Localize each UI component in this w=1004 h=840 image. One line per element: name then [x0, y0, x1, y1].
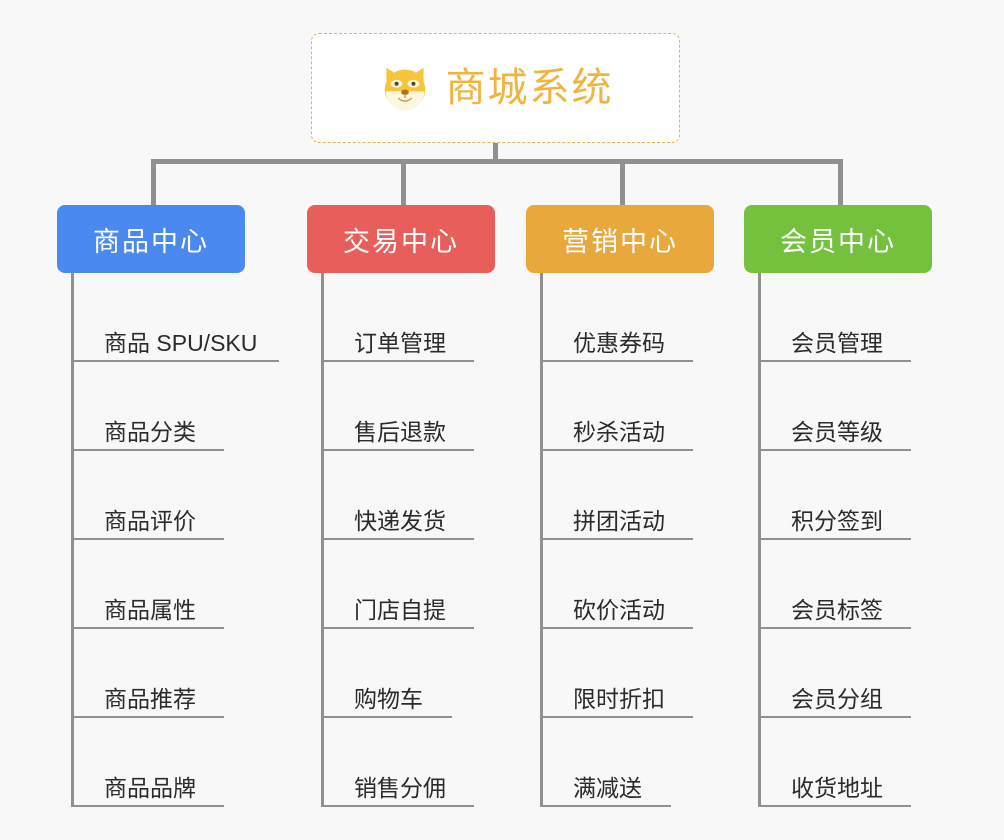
list-item[interactable]: 商品品牌: [74, 718, 277, 807]
list-item[interactable]: 门店自提: [324, 540, 527, 629]
list-item[interactable]: 积分签到: [761, 451, 964, 540]
list-item[interactable]: 快递发货: [324, 451, 527, 540]
leaf-label: 收货地址: [791, 774, 883, 801]
root-node-shop-system[interactable]: 商城系统: [311, 33, 680, 143]
list-item[interactable]: 收货地址: [761, 718, 964, 807]
list-item[interactable]: 售后退款: [324, 362, 527, 451]
list-item[interactable]: 会员管理: [761, 273, 964, 362]
leaf-label: 商品分类: [104, 418, 196, 445]
leaf-label: 购物车: [354, 685, 423, 712]
leaf-label: 商品推荐: [104, 685, 196, 712]
category-title: 营销中心: [562, 226, 678, 257]
branch-member-center: 会员中心 会员管理 会员等级 积分签到 会员标签 会员分组 收货地址: [744, 205, 964, 807]
connector-drop-2: [401, 159, 406, 207]
connector-drop-4: [838, 159, 843, 207]
list-item[interactable]: 优惠券码: [543, 273, 746, 362]
leaf-label: 快递发货: [354, 507, 446, 534]
list-item[interactable]: 砍价活动: [543, 540, 746, 629]
list-item[interactable]: 购物车: [324, 629, 527, 718]
category-title: 商品中心: [93, 226, 209, 257]
leaf-label: 拼团活动: [573, 507, 665, 534]
list-item[interactable]: 会员标签: [761, 540, 964, 629]
leaf-label: 限时折扣: [573, 685, 665, 712]
connector-root-stem: [493, 143, 498, 163]
list-item[interactable]: 满减送: [543, 718, 746, 807]
branch-trade-center: 交易中心 订单管理 售后退款 快递发货 门店自提 购物车 销售分佣: [307, 205, 527, 807]
list-item[interactable]: 商品 SPU/SKU: [74, 273, 279, 362]
leaf-label: 商品品牌: [104, 774, 196, 801]
leaf-label: 砍价活动: [573, 596, 665, 623]
category-title: 会员中心: [780, 226, 896, 257]
leaf-label: 优惠券码: [573, 329, 665, 356]
category-header-product-center[interactable]: 商品中心: [57, 205, 245, 273]
list-item[interactable]: 会员等级: [761, 362, 964, 451]
leaf-label: 商品评价: [104, 507, 196, 534]
category-title: 交易中心: [343, 226, 459, 257]
list-item[interactable]: 会员分组: [761, 629, 964, 718]
leaf-list-member-center: 会员管理 会员等级 积分签到 会员标签 会员分组 收货地址: [758, 273, 964, 807]
leaf-list-trade-center: 订单管理 售后退款 快递发货 门店自提 购物车 销售分佣: [321, 273, 527, 807]
list-item[interactable]: 秒杀活动: [543, 362, 746, 451]
leaf-label: 订单管理: [354, 329, 446, 356]
list-item[interactable]: 商品推荐: [74, 629, 277, 718]
leaf-label: 会员分组: [791, 685, 883, 712]
leaf-list-marketing-center: 优惠券码 秒杀活动 拼团活动 砍价活动 限时折扣 满减送: [540, 273, 746, 807]
list-item[interactable]: 订单管理: [324, 273, 527, 362]
list-item[interactable]: 拼团活动: [543, 451, 746, 540]
connector-drop-1: [151, 159, 156, 207]
category-header-member-center[interactable]: 会员中心: [744, 205, 932, 273]
branch-product-center: 商品中心 商品 SPU/SKU 商品分类 商品评价 商品属性 商品推荐 商品品牌: [57, 205, 279, 807]
list-item[interactable]: 销售分佣: [324, 718, 527, 807]
root-title: 商城系统: [445, 66, 614, 110]
category-header-marketing-center[interactable]: 营销中心: [526, 205, 714, 273]
list-item[interactable]: 商品属性: [74, 540, 277, 629]
leaf-label: 门店自提: [354, 596, 446, 623]
connector-horizontal-bar: [151, 159, 843, 164]
leaf-label: 会员等级: [791, 418, 883, 445]
leaf-label: 满减送: [573, 774, 642, 801]
list-item[interactable]: 商品评价: [74, 451, 277, 540]
leaf-label: 商品 SPU/SKU: [104, 329, 258, 356]
connector-drop-3: [620, 159, 625, 207]
leaf-label: 商品属性: [104, 596, 196, 623]
leaf-label: 秒杀活动: [573, 418, 665, 445]
leaf-label: 售后退款: [354, 418, 446, 445]
leaf-label: 会员管理: [791, 329, 883, 356]
branch-marketing-center: 营销中心 优惠券码 秒杀活动 拼团活动 砍价活动 限时折扣 满减送: [526, 205, 746, 807]
list-item[interactable]: 商品分类: [74, 362, 277, 451]
leaf-label: 会员标签: [791, 596, 883, 623]
category-header-trade-center[interactable]: 交易中心: [307, 205, 495, 273]
leaf-list-product-center: 商品 SPU/SKU 商品分类 商品评价 商品属性 商品推荐 商品品牌: [71, 273, 279, 807]
list-item[interactable]: 限时折扣: [543, 629, 746, 718]
leaf-label: 积分签到: [791, 507, 883, 534]
leaf-label: 销售分佣: [354, 774, 446, 801]
dog-face-icon: [384, 67, 425, 111]
